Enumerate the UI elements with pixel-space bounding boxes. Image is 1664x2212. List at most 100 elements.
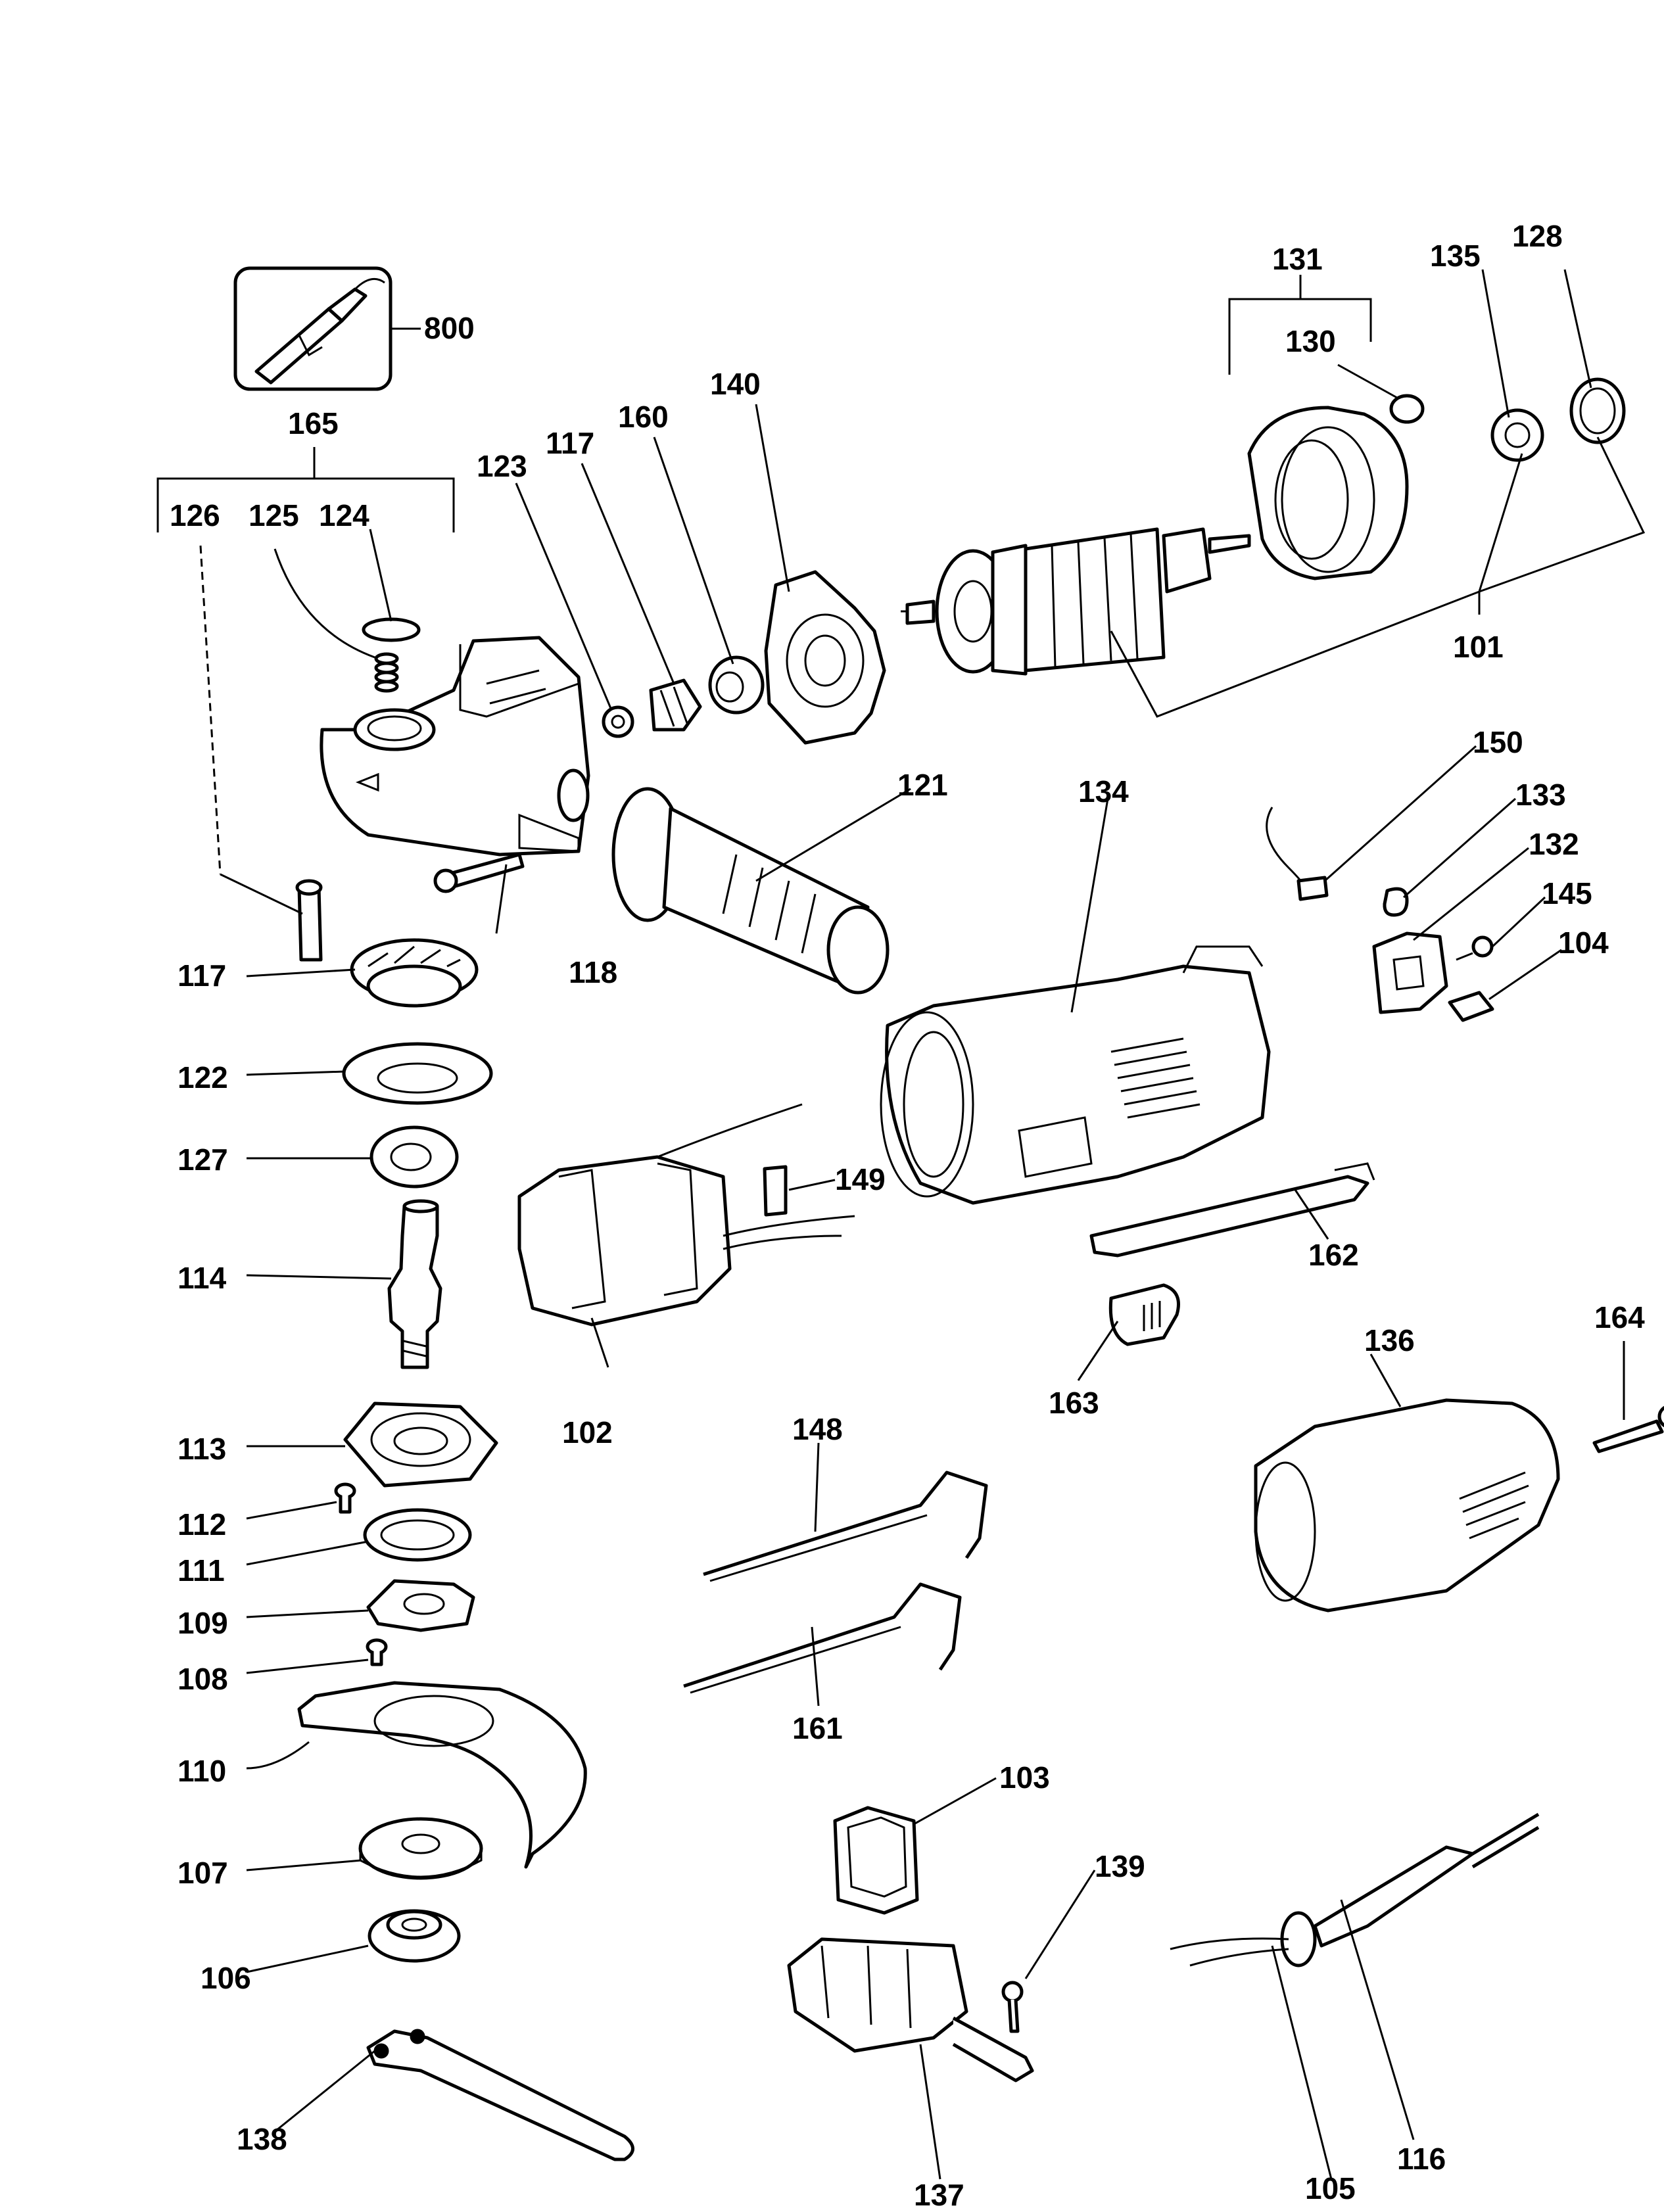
flange-107 — [358, 1817, 483, 1880]
bearing-130 — [1389, 394, 1425, 424]
label-160: 160 — [618, 400, 669, 434]
label-139: 139 — [1095, 1849, 1145, 1883]
wheel-guard-110 — [297, 1681, 587, 1869]
armature-101 — [901, 527, 1251, 676]
bearing-135 — [1490, 408, 1544, 462]
suppressor-103 — [833, 1806, 919, 1915]
gear-head-housing — [320, 636, 590, 857]
lead-wire-148 — [703, 1471, 988, 1582]
power-tool-icon — [254, 277, 385, 385]
screw-112 — [334, 1482, 356, 1514]
label-131: 131 — [1272, 242, 1323, 276]
brush-lead-150 — [1266, 807, 1329, 901]
part-labels: 800 165 126 125 124 123 117 160 140 131 … — [170, 219, 1645, 2212]
brush-holder-132 — [1372, 931, 1448, 1014]
label-150: 150 — [1473, 725, 1523, 759]
bracket-165 — [156, 447, 455, 532]
spiral-gear-117 — [350, 938, 479, 1008]
label-122: 122 — [178, 1060, 228, 1094]
label-164: 164 — [1594, 1300, 1645, 1334]
label-800: 800 — [424, 311, 475, 345]
label-123: 123 — [477, 449, 527, 483]
pin-126 — [295, 879, 323, 962]
switch-137 — [787, 1937, 1034, 2083]
lead-wire-161 — [683, 1582, 962, 1694]
screw-164 — [1592, 1405, 1664, 1453]
label-103: 103 — [999, 1760, 1050, 1795]
o-ring-124 — [362, 617, 421, 642]
label-128: 128 — [1512, 219, 1563, 253]
label-145: 145 — [1542, 876, 1592, 910]
spring-133 — [1383, 887, 1409, 917]
contact-149 — [763, 1165, 788, 1217]
label-124: 124 — [319, 498, 369, 532]
label-161: 161 — [792, 1711, 843, 1745]
label-104: 104 — [1558, 926, 1609, 960]
label-106: 106 — [201, 1961, 251, 1995]
label-101: 101 — [1453, 630, 1504, 664]
field-coil-102 — [517, 1103, 855, 1327]
baffle-140 — [764, 570, 886, 745]
label-136: 136 — [1364, 1323, 1415, 1357]
label-163: 163 — [1049, 1386, 1099, 1420]
label-133: 133 — [1515, 778, 1566, 812]
label-132: 132 — [1529, 827, 1579, 861]
label-102: 102 — [562, 1415, 613, 1449]
switch-button-163 — [1108, 1283, 1180, 1346]
side-handle-121 — [611, 787, 890, 995]
screw-108 — [366, 1638, 388, 1666]
rear-housing-136 — [1254, 1398, 1560, 1612]
retaining-ring-111 — [363, 1508, 472, 1562]
screw-139 — [1001, 1981, 1024, 2033]
label-165: 165 — [288, 406, 339, 440]
label-105: 105 — [1305, 2171, 1356, 2205]
bracket-131 — [1228, 275, 1372, 375]
bearing-127 — [369, 1125, 459, 1188]
label-117b: 117 — [178, 958, 226, 993]
label-116: 116 — [1397, 2142, 1446, 2176]
label-111: 111 — [178, 1553, 225, 1588]
label-148: 148 — [792, 1412, 843, 1446]
label-126: 126 — [170, 498, 220, 532]
label-137: 137 — [914, 2178, 964, 2212]
label-127: 127 — [178, 1142, 228, 1177]
label-162: 162 — [1308, 1238, 1359, 1272]
flange-nut-106 — [368, 1909, 461, 1963]
part-800-inset — [233, 266, 421, 391]
label-121: 121 — [897, 768, 948, 802]
nut-123 — [602, 705, 634, 738]
bearing-housing-113 — [343, 1401, 498, 1488]
label-125: 125 — [249, 498, 299, 532]
bearing-plate-122 — [342, 1042, 493, 1105]
cable-116 — [1313, 1812, 1540, 1948]
label-113: 113 — [178, 1432, 226, 1466]
spring-125 — [374, 652, 399, 693]
label-118: 118 — [569, 955, 617, 989]
label-112: 112 — [178, 1507, 226, 1541]
carbon-brush-104 — [1448, 991, 1494, 1022]
pinion-117 — [649, 678, 702, 732]
label-108: 108 — [178, 1662, 228, 1696]
label-117a: 117 — [546, 426, 594, 460]
strain-relief-105 — [1170, 1911, 1317, 1967]
label-149: 149 — [835, 1162, 886, 1196]
label-109: 109 — [178, 1606, 228, 1640]
spindle-114 — [387, 1199, 442, 1369]
leader-lines — [199, 269, 1646, 2180]
label-107: 107 — [178, 1856, 228, 1890]
label-140: 140 — [710, 367, 761, 401]
clamp-plate-109 — [366, 1579, 475, 1632]
label-138: 138 — [237, 2122, 287, 2156]
label-110: 110 — [178, 1754, 226, 1788]
bearing-160 — [708, 655, 765, 715]
label-130: 130 — [1285, 324, 1336, 358]
label-135: 135 — [1430, 239, 1481, 273]
motor-housing-134 — [880, 945, 1271, 1205]
label-134: 134 — [1078, 774, 1129, 809]
spanner-wrench-138 — [366, 2029, 634, 2161]
screw-118 — [433, 853, 525, 893]
screw-145 — [1456, 935, 1494, 961]
bearing-sleeve-128 — [1569, 377, 1626, 444]
end-cover-131 — [1247, 406, 1409, 580]
